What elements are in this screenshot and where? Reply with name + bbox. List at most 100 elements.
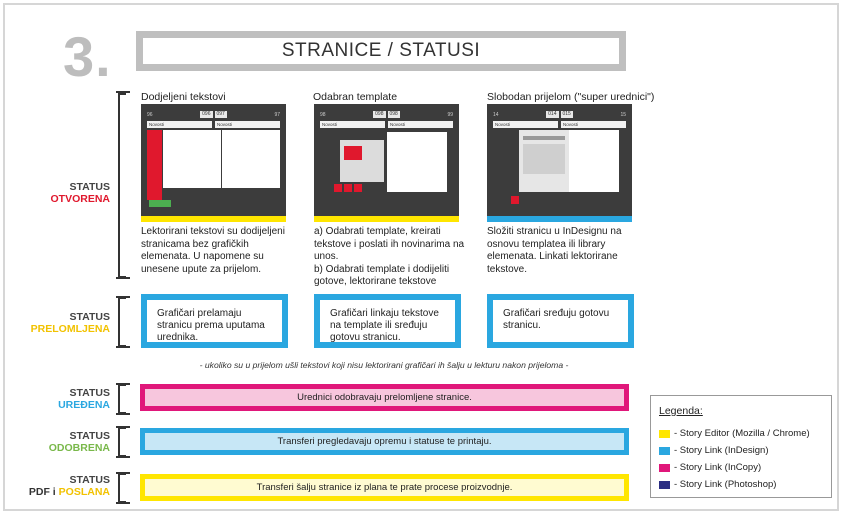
- page-number-right: 97: [274, 111, 280, 118]
- green-button-icon: [149, 200, 171, 207]
- screen-toolbar: Novosti Novosti: [147, 121, 280, 128]
- legend-item-story-editor: - Story Editor (Mozilla / Chrome): [659, 428, 810, 439]
- layout-headline: [523, 136, 565, 140]
- status-poslana-name: POSLANA: [58, 486, 110, 498]
- status-odobrena-bracket: [118, 427, 126, 457]
- description-dodjeljeni: Lektorirani tekstovi su dodijeljeni stra…: [141, 226, 285, 275]
- page-tab: 097: [214, 111, 227, 118]
- bracket-tick: [116, 413, 130, 415]
- yellow-editor-bar: [141, 216, 286, 222]
- column-heading-slobodan: Slobodan prijelom ("super urednici"): [487, 91, 655, 103]
- bar-poslana: Transferi šalju stranice iz plana te pra…: [140, 474, 629, 501]
- page-tab: 014: [546, 111, 559, 118]
- status-uredena-label: STATUS UREĐENA: [40, 387, 110, 411]
- step-number: 3.: [63, 25, 112, 88]
- column-heading-template: Odabran template: [313, 91, 398, 103]
- red-story-block: [147, 130, 162, 200]
- status-otvorena-label: STATUS OTVORENA: [40, 181, 110, 205]
- page-title: STRANICE / STATUSI: [136, 31, 626, 71]
- legend-swatch: [659, 480, 670, 489]
- template-thumb: [344, 184, 352, 192]
- status-prelomljena-bracket: [118, 297, 126, 347]
- description-template: a) Odabrati template, kreirati tekstove …: [314, 226, 465, 287]
- bracket-tick: [116, 346, 130, 348]
- yellow-editor-bar: [314, 216, 459, 222]
- legend-item-incopy: - Story Link (InCopy): [659, 462, 761, 473]
- status-prelomljena-label: STATUS PRELOMLJENA: [30, 311, 110, 335]
- status-word: STATUS: [69, 311, 110, 323]
- status-otvorena-name: OTVORENA: [50, 193, 110, 205]
- screen-template: 98 098 098 99 Novosti Novosti: [314, 104, 459, 222]
- description-slobodan: Složiti stranicu u InDesignu na osnovu t…: [487, 226, 622, 275]
- legend-label: - Story Link (InCopy): [674, 462, 762, 473]
- status-word: STATUS: [69, 181, 110, 193]
- status-poslana-prefix: PDF i: [28, 486, 56, 498]
- layout-page-right: [569, 130, 619, 192]
- page-number-left: 96: [147, 111, 153, 118]
- status-word: STATUS: [69, 474, 110, 486]
- page-number-left: 98: [320, 111, 326, 118]
- legend-item-photoshop: - Story Link (Photoshop): [659, 479, 776, 490]
- status-uredena-bracket: [118, 384, 126, 414]
- blue-indesign-bar: [487, 216, 632, 222]
- page-tab: 098: [373, 111, 386, 118]
- bracket-tick: [116, 383, 130, 385]
- status-odobrena-name: ODOBRENA: [48, 442, 110, 454]
- page-left: [163, 130, 221, 188]
- screen-topbar: 96 096 097 97: [147, 110, 280, 119]
- legend-label: - Story Link (Photoshop): [674, 479, 777, 490]
- bracket-tick: [116, 296, 130, 298]
- section-dropdown: Novosti: [493, 121, 558, 128]
- status-word: STATUS: [69, 430, 110, 442]
- bracket-tick: [116, 426, 130, 428]
- screen-topbar: 14 014 015 15: [493, 110, 626, 119]
- page-number-left: 14: [493, 111, 499, 118]
- section-dropdown: Novosti: [215, 121, 280, 128]
- section-dropdown: Novosti: [561, 121, 626, 128]
- template-thumb: [354, 184, 362, 192]
- page-right: [387, 132, 447, 192]
- legend: Legenda: - Story Editor (Mozilla / Chrom…: [650, 395, 832, 498]
- prelom-box-template: Grafičari linkaju tekstove na template i…: [314, 294, 461, 348]
- section-dropdown: Novosti: [320, 121, 385, 128]
- template-thumb: [334, 184, 342, 192]
- layout-image: [523, 144, 565, 174]
- page-number-right: 15: [620, 111, 626, 118]
- column-heading-dodjeljeni: Dodjeljeni tekstovi: [141, 91, 226, 103]
- screen-toolbar: Novosti Novosti: [493, 121, 626, 128]
- status-prelomljena-name: PRELOMLJENA: [30, 323, 110, 335]
- legend-swatch: [659, 463, 670, 472]
- bracket-tick: [116, 472, 130, 474]
- legend-label: - Story Editor (Mozilla / Chrome): [674, 428, 810, 439]
- bar-odobrena: Transferi pregledavaju opremu i statuse …: [140, 428, 629, 455]
- prelom-box-dodjeljeni: Grafičari prelamaju stranicu prema uputa…: [141, 294, 288, 348]
- status-uredena-name: UREĐENA: [58, 399, 110, 411]
- bracket-tick: [116, 502, 130, 504]
- status-poslana-label: STATUS PDF i POSLANA: [18, 474, 110, 498]
- legend-swatch: [659, 446, 670, 455]
- legend-title: Legenda:: [659, 405, 703, 417]
- section-dropdown: Novosti: [388, 121, 453, 128]
- status-word: STATUS: [69, 387, 110, 399]
- status-odobrena-label: STATUS ODOBRENA: [40, 430, 110, 454]
- page-title-text: STRANICE / STATUSI: [281, 40, 481, 61]
- legend-swatch: [659, 429, 670, 438]
- layout-thumb: [511, 196, 519, 204]
- status-poslana-name-line: PDF i POSLANA: [18, 486, 110, 498]
- bracket-tick: [116, 277, 130, 279]
- legend-item-indesign: - Story Link (InDesign): [659, 445, 769, 456]
- template-image-block: [344, 146, 362, 160]
- page-tab: 096: [200, 111, 213, 118]
- bar-uredena: Urednici odobravaju prelomljene stranice…: [140, 384, 629, 411]
- page-number-right: 99: [447, 111, 453, 118]
- page-right: [222, 130, 280, 188]
- status-poslana-bracket: [118, 473, 126, 503]
- status-otvorena-bracket: [118, 93, 126, 278]
- page-tab: 015: [560, 111, 573, 118]
- bracket-tick: [116, 91, 130, 93]
- section-dropdown: Novosti: [147, 121, 212, 128]
- page-tab: 098: [387, 111, 400, 118]
- lektura-note: - ukoliko su u prijelom ušli tekstovi ko…: [199, 360, 569, 370]
- prelom-box-slobodan: Grafičari sređuju gotovu stranicu.: [487, 294, 634, 348]
- screen-slobodan: 14 014 015 15 Novosti Novosti: [487, 104, 632, 222]
